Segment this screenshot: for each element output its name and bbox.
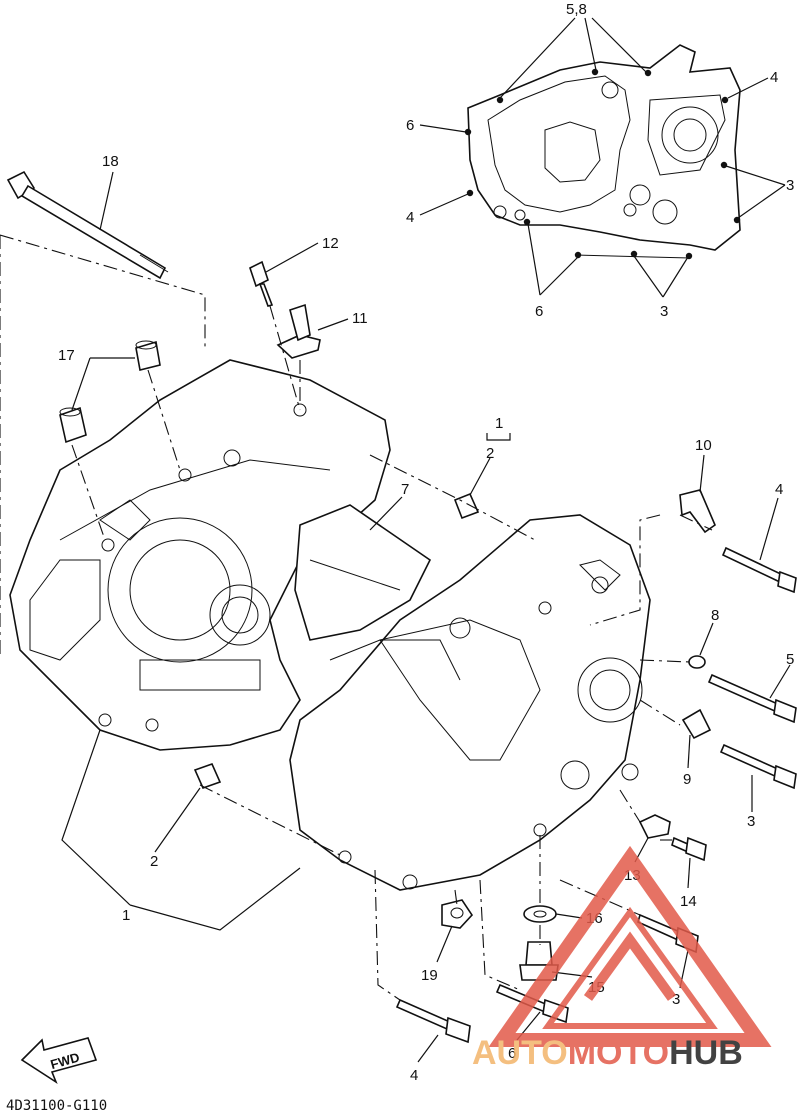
callout-4: 4 (770, 69, 778, 86)
oil-strainer-7 (294, 504, 432, 641)
callout-4: 4 (406, 209, 414, 226)
bracket-9 (681, 708, 712, 740)
callout-10: 10 (695, 437, 712, 454)
bolt-5 (707, 673, 797, 724)
crankcase-gasket (464, 44, 741, 260)
dowel-2-upper (453, 492, 480, 520)
callout-19: 19 (421, 967, 438, 984)
callout-14: 14 (680, 893, 697, 910)
gasket-dowel-dots (464, 68, 741, 260)
callout-6: 6 (406, 117, 414, 134)
callout-2: 2 (486, 445, 494, 462)
callout-18: 18 (102, 153, 119, 170)
bolt-3-right (719, 743, 797, 790)
callout-4: 4 (410, 1067, 418, 1084)
diagram-reference-code: 4D31100-G110 (6, 1098, 107, 1114)
right-crankcase (289, 514, 651, 891)
callout-8: 8 (711, 607, 719, 624)
nut-19 (441, 899, 474, 929)
watermark-text: AUTOMOTOHUB (472, 1034, 743, 1072)
callout-7: 7 (401, 481, 409, 498)
bracket-11 (276, 303, 321, 359)
callout-17: 17 (58, 347, 75, 364)
fwd-arrow: FWD (20, 1037, 98, 1085)
bracket-10 (679, 489, 716, 534)
alignment-lines (0, 234, 713, 1001)
callout-11: 11 (352, 310, 368, 327)
collar-17-lower (59, 406, 87, 444)
callout-3: 3 (747, 813, 755, 830)
callout-4: 4 (775, 481, 783, 498)
dowel-2-lower (193, 762, 222, 790)
callout-2: 2 (150, 853, 158, 870)
callout-3: 3 (786, 177, 794, 194)
bolt-18 (6, 170, 169, 280)
washer-8 (688, 655, 706, 669)
callout-6: 6 (535, 303, 543, 320)
bolt-14 (671, 836, 707, 862)
callout-1: 1 (495, 415, 503, 432)
collar-17-upper (135, 340, 161, 371)
callout-labels: 5,8 4 6 4 3 6 3 18 12 11 17 1 2 7 10 4 8… (58, 1, 794, 1084)
callout-12: 12 (322, 235, 339, 252)
callout-6: 6 (508, 1045, 516, 1062)
bolt-4-right (721, 546, 797, 594)
callout-3: 3 (672, 991, 680, 1008)
bolt-12 (249, 260, 274, 307)
callout-9: 9 (683, 771, 691, 788)
callout-3: 3 (660, 303, 668, 320)
washer-16 (523, 905, 557, 923)
callout-5: 5 (786, 651, 794, 668)
bolt-4-bottom (395, 998, 471, 1044)
bracket-13 (638, 814, 671, 839)
callout-5-8: 5,8 (566, 1, 587, 18)
callout-1: 1 (122, 907, 130, 924)
watermark-triangle-icon (488, 845, 772, 1047)
automotohub-watermark: AUTOMOTOHUB (472, 845, 772, 1072)
